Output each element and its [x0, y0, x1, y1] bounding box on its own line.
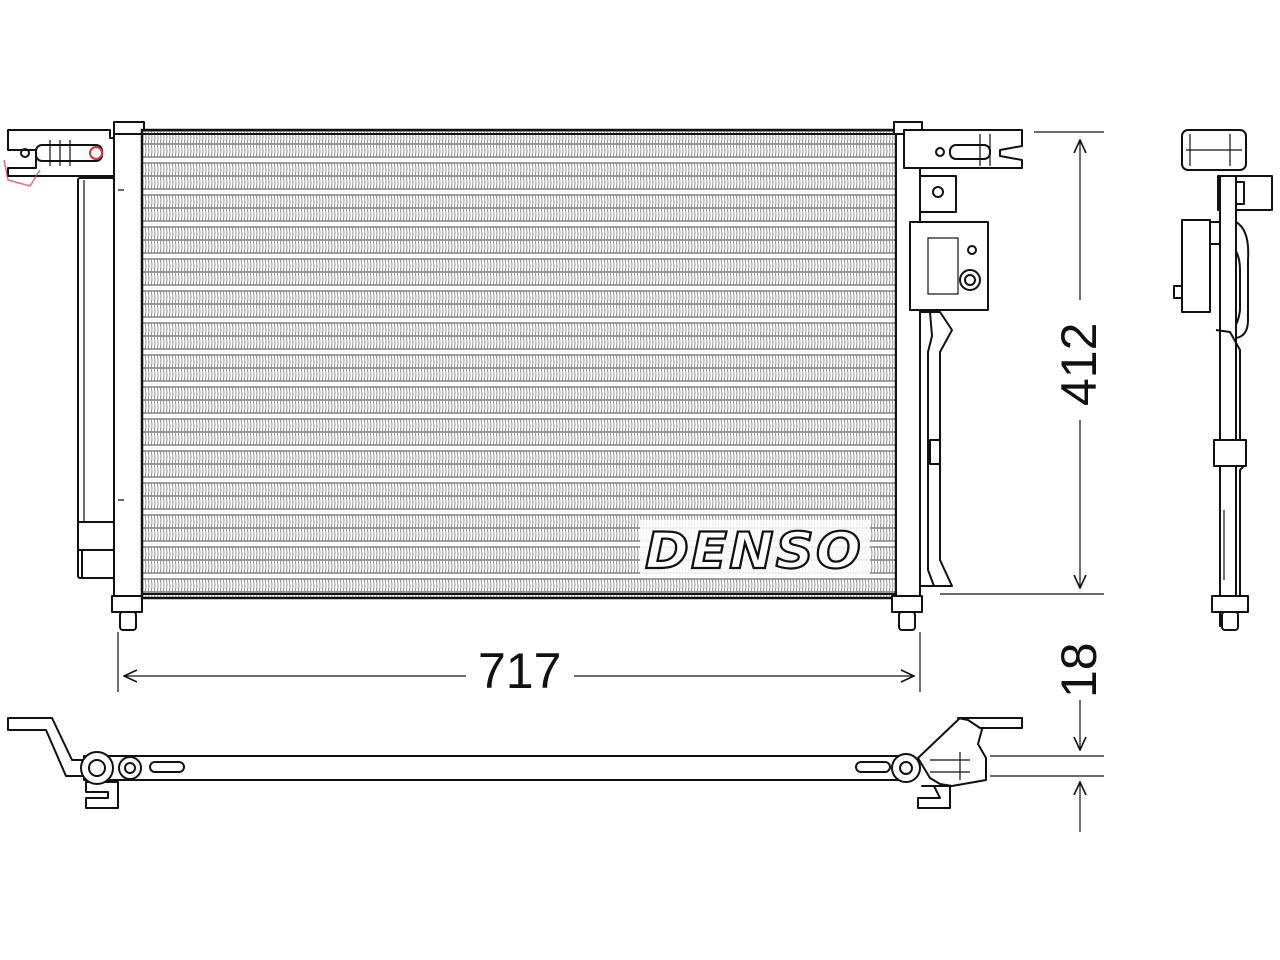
height-dimension: 412: [940, 131, 1107, 595]
left-top-bracket: [3, 129, 119, 187]
height-dimension-label: 412: [1051, 323, 1107, 406]
inlet-outlet-fittings: [909, 175, 989, 587]
width-dimension-label: 717: [478, 643, 561, 699]
right-header-tank: [891, 121, 923, 631]
left-header-tank: [111, 121, 145, 631]
front-view: DENSO: [3, 121, 1107, 699]
depth-dimension: 18: [990, 642, 1107, 832]
top-view: 18: [7, 642, 1107, 832]
brand-logo: DENSO: [640, 520, 870, 581]
side-view: [1173, 129, 1273, 631]
width-dimension: 717: [117, 632, 921, 699]
watermark-icon: [89, 146, 103, 160]
right-top-bracket: [903, 129, 1023, 169]
brand-logo-text: DENSO: [645, 522, 863, 580]
depth-dimension-label: 18: [1051, 642, 1107, 698]
